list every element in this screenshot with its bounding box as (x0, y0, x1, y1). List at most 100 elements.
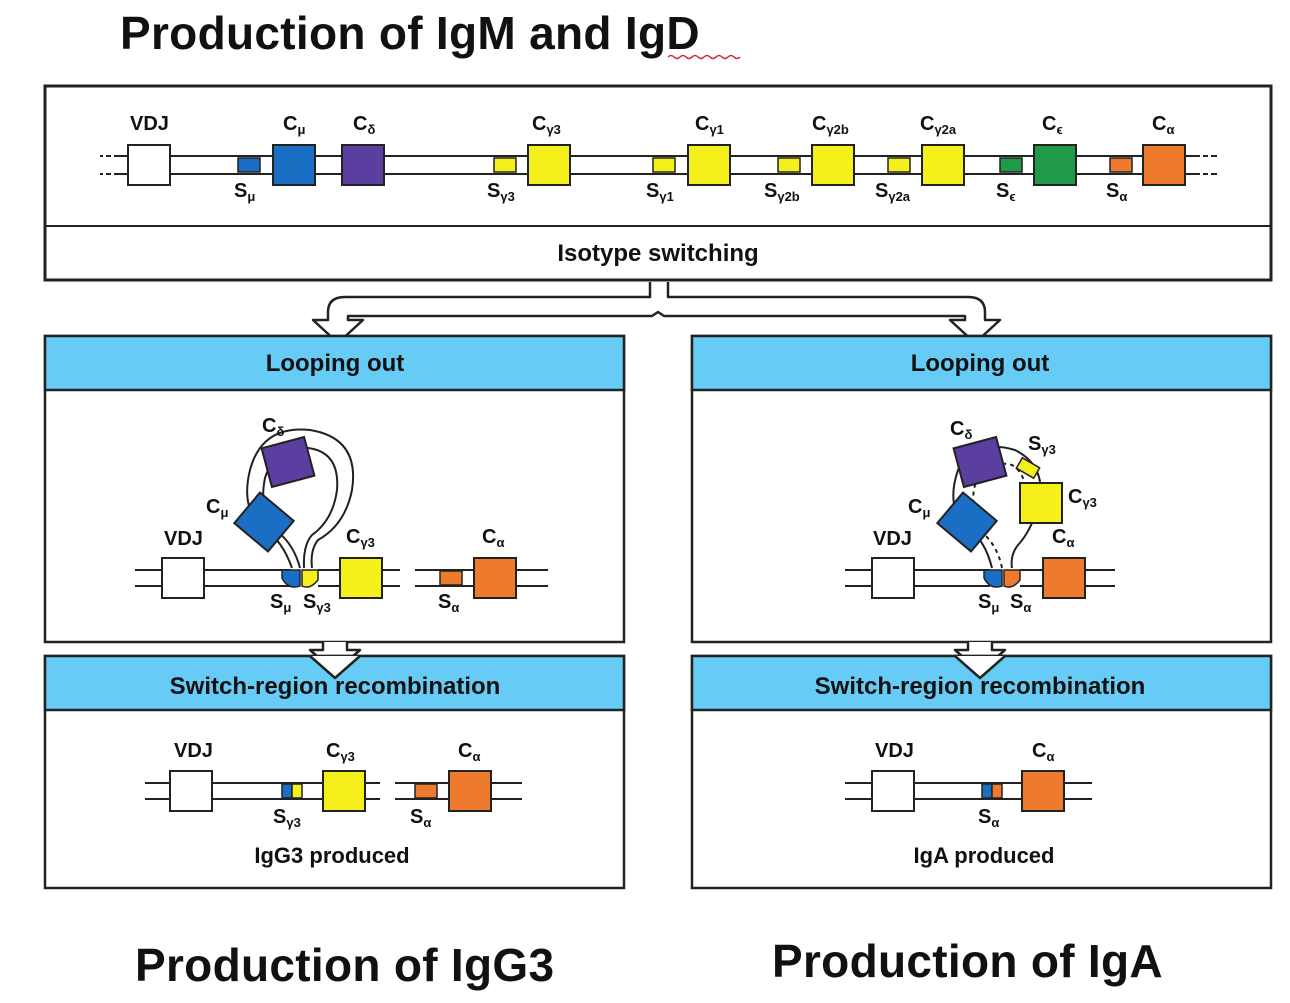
c-alpha-gene (1142, 144, 1186, 186)
left-s-g3-label: Sγ3 (303, 591, 331, 615)
c-gamma2b-gene (811, 144, 855, 186)
vdj-label: VDJ (130, 113, 169, 135)
c-mu-label: Cμ (283, 113, 305, 137)
right-result-c-alpha-box (1021, 770, 1065, 812)
left-result-s1-label: Sγ3 (273, 806, 301, 830)
vdj-segment (127, 144, 171, 186)
left-result-vdj-box (169, 770, 213, 812)
c-epsilon-gene (1033, 144, 1077, 186)
left-vdj-label: VDJ (164, 528, 203, 550)
left-c-g3-box (339, 557, 383, 599)
left-result-vdj-label: VDJ (174, 740, 213, 762)
s-mu-region (237, 157, 261, 173)
spellcheck-underline (667, 54, 741, 60)
right-recombination-title: Switch-region recombination (815, 673, 1146, 700)
s-alpha-region (1109, 157, 1133, 173)
left-c-mu-box (232, 491, 296, 553)
s-gamma3-label: Sγ3 (487, 180, 515, 204)
c-alpha-label: Cα (1152, 113, 1174, 137)
right-c-g3-label: Cγ3 (1068, 486, 1097, 510)
right-c-g3-box (1019, 482, 1063, 524)
isotype-switching-label: Isotype switching (557, 240, 758, 267)
right-panel: Looping out VDJ Cδ Sγ3 Cγ3 Cμ Cα Sμ Sα S… (690, 334, 1273, 890)
left-c-alpha-box (473, 557, 517, 599)
s-gamma2b-region (777, 157, 801, 173)
left-s-alpha-region (439, 570, 463, 586)
right-s-g3-region (1015, 456, 1041, 480)
title-igg3: Production of IgG3 (135, 939, 555, 991)
left-s-g3-junction (301, 569, 319, 588)
right-c-alpha-label: Cα (1052, 526, 1074, 550)
right-c-alpha-box (1042, 557, 1086, 599)
right-looping-title: Looping out (911, 350, 1050, 377)
right-looping-header (690, 334, 1273, 392)
right-result-s-alpha (991, 783, 1003, 799)
left-result-s-mu (281, 783, 293, 799)
right-s-mu-label: Sμ (978, 591, 999, 615)
c-gamma3-gene (527, 144, 571, 186)
left-result-c-g3-box (322, 770, 366, 812)
right-result-vdj-label: VDJ (875, 740, 914, 762)
c-gamma3-label: Cγ3 (532, 113, 561, 137)
right-result-c-label: Cα (1032, 740, 1054, 764)
right-c-delta-label: Cδ (950, 418, 972, 442)
c-gamma2a-label: Cγ2a (920, 113, 957, 137)
c-gamma1-label: Cγ1 (695, 113, 724, 137)
right-c-delta-box (952, 435, 1008, 489)
left-result-c1-label: Cγ3 (326, 740, 355, 764)
left-result-s-g3 (291, 783, 303, 799)
left-result-s-alpha (414, 783, 438, 799)
left-c-delta-label: Cδ (262, 415, 284, 439)
right-result-vdj-box (871, 770, 915, 812)
c-gamma1-gene (687, 144, 731, 186)
right-result-s-label: Sα (978, 806, 999, 830)
s-alpha-label: Sα (1106, 180, 1127, 204)
left-looping-header (43, 334, 626, 392)
c-gamma2b-label: Cγ2b (812, 113, 849, 137)
s-gamma2a-label: Sγ2a (875, 180, 911, 204)
s-mu-label: Sμ (234, 180, 255, 204)
right-result-s-mu (981, 783, 993, 799)
s-gamma2a-region (887, 157, 911, 173)
c-delta-label: Cδ (353, 113, 375, 137)
right-vdj-box (871, 557, 915, 599)
c-mu-gene (272, 144, 316, 186)
s-epsilon-region (999, 157, 1023, 173)
left-result-s2-label: Sα (410, 806, 431, 830)
title-igm-igd: Production of IgM and IgD (120, 7, 700, 59)
right-s-alpha-junction (1003, 569, 1021, 588)
left-c-alpha-label: Cα (482, 526, 504, 550)
s-epsilon-label: Sϵ (996, 180, 1016, 204)
left-vdj-box (161, 557, 205, 599)
s-gamma1-label: Sγ1 (646, 180, 674, 204)
right-s-alpha-label: Sα (1010, 591, 1031, 615)
left-s-mu-junction (281, 569, 301, 588)
c-epsilon-label: Cϵ (1042, 113, 1063, 137)
left-result-c-alpha-box (448, 770, 492, 812)
split-arrows (311, 282, 1002, 345)
s-gamma2b-label: Sγ2b (764, 180, 800, 204)
left-s-alpha-label: Sα (438, 591, 459, 615)
left-looping-title: Looping out (266, 350, 405, 377)
right-c-mu-box (935, 491, 999, 553)
right-s-g3-label: Sγ3 (1028, 433, 1056, 457)
s-gamma3-region (493, 157, 517, 173)
igg3-produced-label: IgG3 produced (254, 843, 409, 868)
s-gamma1-region (652, 157, 676, 173)
title-iga: Production of IgA (772, 935, 1163, 987)
right-s-mu-junction (983, 569, 1003, 588)
c-delta-gene (341, 144, 385, 186)
left-panel: Looping out VDJ Cδ Cμ Cγ3 Cα Sμ Sγ3 Sα (43, 334, 626, 890)
iga-produced-label: IgA produced (914, 843, 1055, 868)
left-c-mu-label: Cμ (206, 496, 228, 520)
left-s-mu-label: Sμ (270, 591, 291, 615)
right-c-mu-label: Cμ (908, 496, 930, 520)
left-c-g3-label: Cγ3 (346, 526, 375, 550)
left-recombination-title: Switch-region recombination (170, 673, 501, 700)
left-result-c2-label: Cα (458, 740, 480, 764)
right-vdj-label: VDJ (873, 528, 912, 550)
c-gamma2a-gene (921, 144, 965, 186)
germline-locus-box: VDJ Cμ Cδ Cγ3 Cγ1 Cγ2b Cγ2a Cϵ Cα Sμ (43, 84, 1273, 282)
left-c-delta-box (260, 435, 316, 489)
